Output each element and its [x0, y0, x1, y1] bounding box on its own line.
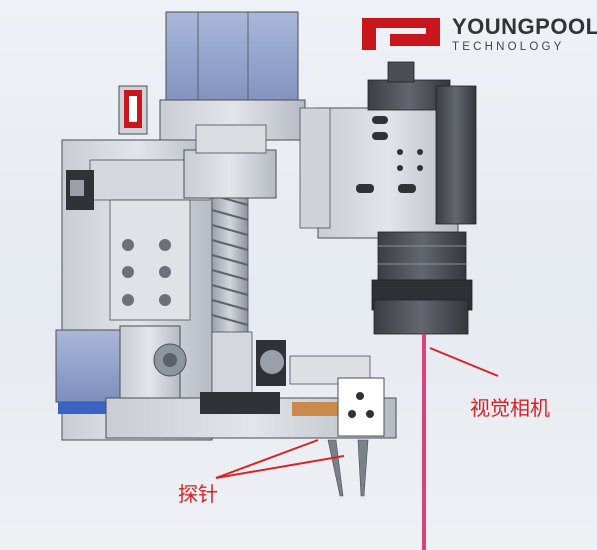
camera-label: 视觉相机 — [470, 396, 550, 420]
probe-label: 探针 — [178, 482, 218, 506]
camera-callout-line — [429, 347, 499, 377]
brand-mark-icon — [362, 18, 440, 50]
top-servo-motor — [159, 11, 306, 141]
vision-camera — [367, 61, 477, 335]
brand-name: YOUNGPOOL — [452, 14, 597, 39]
ball-screw — [183, 124, 277, 341]
probe-callout-line-1 — [215, 439, 319, 479]
red-connector — [118, 85, 148, 135]
brand-tagline: TECHNOLOGY — [452, 41, 565, 53]
lower-stepper-motor — [55, 325, 187, 415]
probe-callout-line-2 — [215, 455, 345, 479]
camera-bracket — [299, 107, 459, 239]
probe-carriage — [105, 331, 397, 439]
brand-logo: YOUNGPOOL TECHNOLOGY — [360, 14, 597, 58]
probe-pins — [327, 439, 369, 497]
